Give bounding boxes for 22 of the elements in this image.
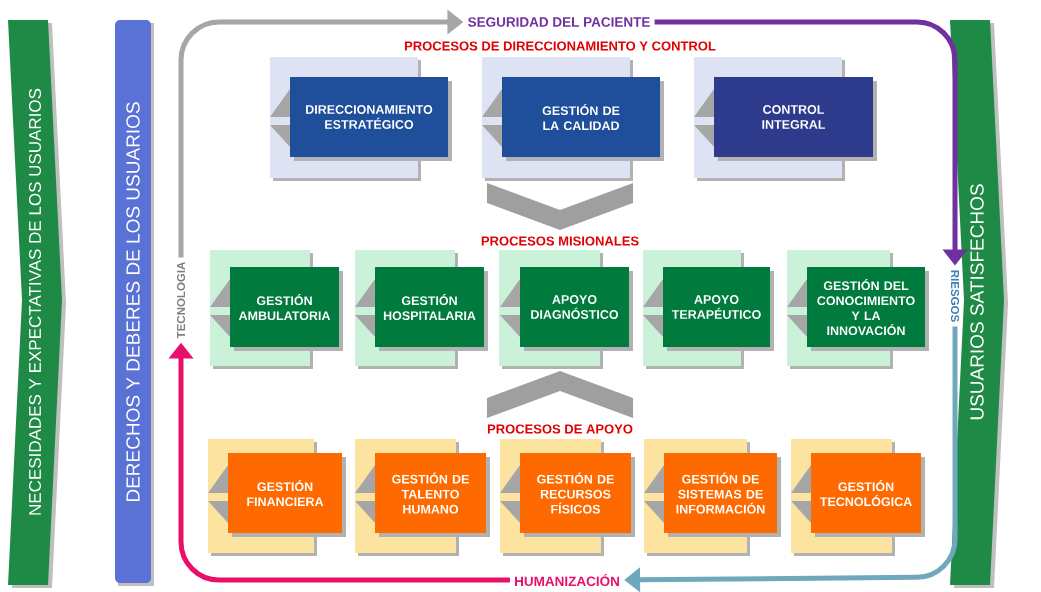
cycle-label: HUMANIZACIÓN (515, 573, 619, 587)
process-box: DIRECCIONAMIENTO ESTRATÉGICO (270, 57, 452, 181)
section-heading: PROCESOS DE APOYO (487, 424, 633, 434)
process-box: GESTIÓN DE SISTEMAS DE INFORMACIÓN (644, 439, 781, 556)
process-box: GESTIÓN FINANCIERA (208, 439, 346, 556)
process-box: GESTIÓN DE TALENTO HUMANO (355, 439, 490, 556)
vertical-band: DERECHOS Y DEBERES DE LOS USUARIOS (115, 20, 154, 586)
process-box: APOYO DIAGNÓSTICO (499, 250, 633, 369)
section-heading: PROCESOS DE DIRECCIONAMIENTO Y CONTROL (405, 41, 716, 51)
process-box: GESTIÓN DE LA CALIDAD (482, 57, 664, 181)
vertical-band: NECESIDADES Y EXPECTATIVAS DE LOS USUARIOS (8, 20, 66, 588)
cycle-label: SEGURIDAD DEL PACIENTE (468, 17, 650, 27)
cycle-label: TECNOLOGIA (176, 261, 186, 339)
section-heading: PROCESOS MISIONALES (481, 236, 639, 246)
process-box: GESTIÓN DE RECURSOS FÍSICOS (500, 439, 635, 556)
process-box: GESTIÓN DEL CONOCIMIENTO Y LA INNOVACIÓN (787, 250, 929, 369)
process-box: GESTIÓN AMBULATORIA (210, 250, 343, 369)
process-box: GESTIÓN HOSPITALARIA (355, 250, 488, 369)
cycle-label: RIESGOS (950, 270, 960, 322)
process-box: APOYO TERAPÉUTICO (643, 250, 774, 369)
process-box: CONTROL INTEGRAL (694, 57, 877, 181)
process-box: GESTIÓN TECNOLÓGICA (791, 439, 925, 556)
